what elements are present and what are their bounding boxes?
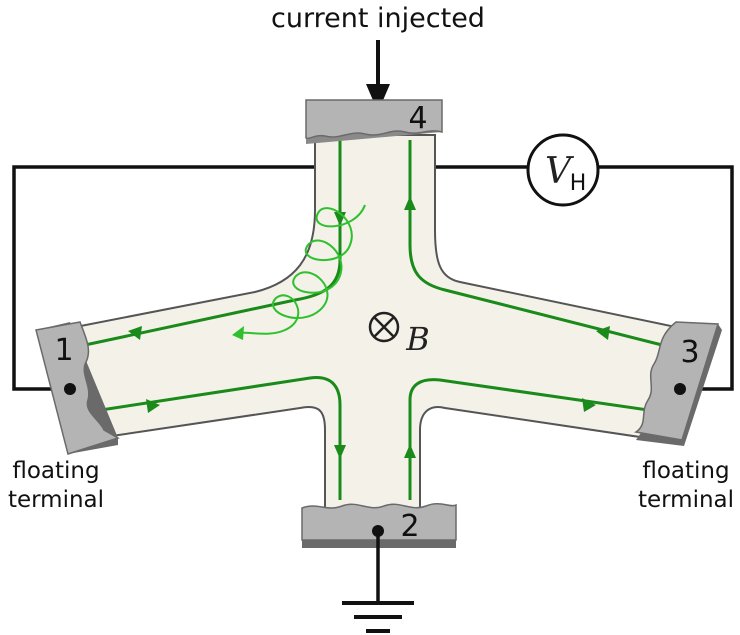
- title-label: current injected: [271, 3, 485, 34]
- edge-arrowheads: [128, 196, 610, 459]
- hall-voltmeter: V H: [526, 133, 600, 207]
- arrowhead-bottom-left: [334, 445, 346, 459]
- edge-channel-left-bottom: [87, 375, 342, 500]
- terminal-3-label: 3: [680, 335, 699, 370]
- floating-label-right-line2: terminal: [638, 487, 734, 513]
- arrowhead-left-lower: [146, 399, 160, 413]
- magnetic-field-indicator: B: [368, 311, 430, 358]
- arrowhead-bottom-right: [404, 444, 416, 458]
- current-injection-arrowhead: [366, 84, 390, 112]
- terminal-4-label: 4: [408, 101, 427, 136]
- arrowhead-top-right: [404, 196, 416, 210]
- terminal-1-label: 1: [54, 333, 73, 368]
- floating-label-right-line1: floating: [642, 458, 729, 484]
- arrowhead-right-lower: [582, 398, 596, 412]
- contact-1: 1: [35, 321, 120, 455]
- terminal-2-label: 2: [400, 509, 419, 544]
- voltmeter-wire: [12, 165, 734, 391]
- voltmeter-subscript: H: [570, 171, 587, 196]
- contact-4: 4: [305, 99, 443, 144]
- arrowhead-right-upper: [596, 326, 610, 340]
- edge-channel-right-top: [408, 140, 663, 347]
- voltmeter-symbol: V: [545, 151, 575, 192]
- cyclotron-orbit-arrowhead: [232, 326, 244, 340]
- terminal-3-wire-dot: [674, 383, 686, 395]
- arrowhead-left-upper: [128, 326, 142, 340]
- floating-label-left-line2: terminal: [8, 487, 104, 513]
- field-into-page-icon: [368, 311, 400, 343]
- cyclotron-orbit: [237, 204, 366, 335]
- hall-bar-sample: [58, 134, 692, 516]
- edge-channel-bottom-right: [408, 378, 663, 500]
- ground-symbol: [342, 601, 414, 633]
- field-symbol: B: [405, 320, 430, 358]
- floating-label-left-line1: floating: [12, 458, 99, 484]
- terminal-1-wire-dot: [64, 383, 76, 395]
